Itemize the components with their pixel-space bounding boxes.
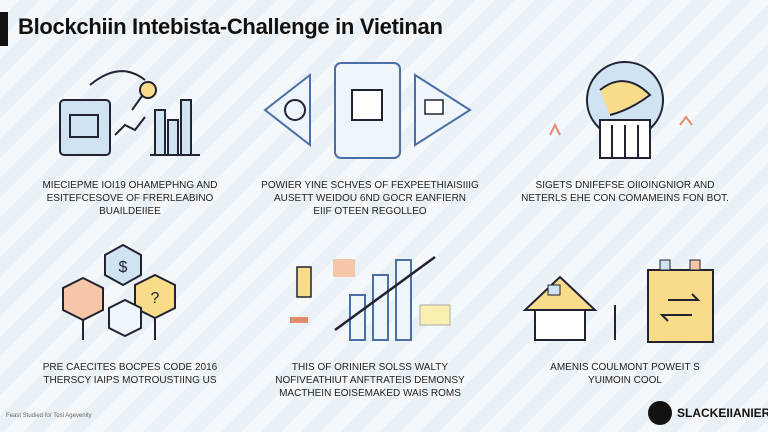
curved-arrow-icon: [89, 70, 146, 86]
device-icon: [59, 99, 111, 156]
caption-line: THIS OF ORINIER SOLSS WALTY: [291, 362, 449, 373]
caption-line: MACTHEIN EOISEMAKED WAIS ROMS: [279, 388, 461, 399]
note-icon: [333, 259, 355, 277]
svg-text:?: ?: [151, 290, 160, 307]
logo-text: SLACKEIIANIER: [677, 406, 768, 420]
page-title: Blockchiin Intebista-Challenge in Vietin…: [18, 14, 443, 39]
growth-chart-illustration: [290, 255, 451, 341]
caption-line: BUAILDEIIEE: [99, 206, 161, 217]
caption-line: NOFIVEATHIUT ANFTRATEIS DEMONSY: [275, 375, 465, 386]
caption-line: MIECIEPME IOI19 OHAMEPHNG AND: [42, 180, 218, 191]
panel-caption: SIGETS DNIFEFSE OIIOINGNIOR AND NETERLS …: [505, 179, 745, 205]
globe-building-illustration: [549, 61, 693, 159]
panel-caption: POWIER YINE SCHVES OF FEXPEETHIAISIIIG A…: [250, 179, 490, 218]
caption-line: ESITEFCESOVE OF FRERLEABINO: [46, 193, 214, 204]
bar-chart-icon: [154, 109, 166, 156]
house-exchange-illustration: [522, 259, 714, 343]
panel-caption: PRE CAECITES BOCPES CODE 2016 THERSCY IA…: [10, 361, 250, 387]
brand-logo: SLACKEIIANIER: [648, 401, 768, 425]
caption-line: AMENIS COULMONT POWEIT S: [550, 362, 700, 373]
caption-line: AUSETT WEIDOU 6ND GOCR EANFIERN: [273, 193, 467, 204]
tablet-illustration: [263, 62, 472, 159]
hexagon-icon: [108, 298, 142, 338]
panel-caption: MIECIEPME IOI19 OHAMEPHNG AND ESITEFCESO…: [10, 179, 250, 218]
caption-line: EIIF OTEEN REGOLLEO: [313, 206, 427, 217]
currency-hexagons-illustration: $ ?: [62, 243, 176, 340]
swap-arrows-icon: [659, 293, 701, 322]
caption-line: YUIMOIN COOL: [588, 375, 662, 386]
panel-caption: AMENIS COULMONT POWEIT S YUIMOIN COOL: [505, 361, 745, 387]
panel-caption: THIS OF ORINIER SOLSS WALTY NOFIVEATHIUT…: [250, 361, 490, 400]
dollar-hexagon-icon: [104, 243, 142, 287]
logo-mark-icon: [648, 401, 672, 425]
caption-line: NETERLS EHE CON COMAMEINS FON BOT.: [521, 193, 729, 204]
arrow-left-icon: [263, 72, 311, 148]
svg-text:$: $: [119, 259, 128, 276]
caption-line: POWIER YINE SCHVES OF FEXPEETHIAISIIIG: [261, 180, 479, 191]
title-accent-bar: [0, 12, 8, 46]
caption-line: PRE CAECITES BOCPES CODE 2016: [42, 362, 218, 373]
caption-line: SIGETS DNIFEFSE OIIOINGNIOR AND: [535, 180, 715, 191]
exchange-box-icon: [647, 269, 714, 343]
growth-arrow-icon: [334, 255, 436, 332]
magnifier-icon: [139, 81, 157, 99]
caption-line: THERSCY IAIPS MOTROUSTIING US: [43, 375, 217, 386]
footer-credit: Feast Studied for Tosi Agevenity: [6, 413, 92, 419]
bar-icon: [349, 294, 366, 341]
trend-line-icon: [114, 116, 146, 136]
analytics-illustration: [59, 70, 200, 156]
hexagon-icon: [62, 276, 104, 322]
